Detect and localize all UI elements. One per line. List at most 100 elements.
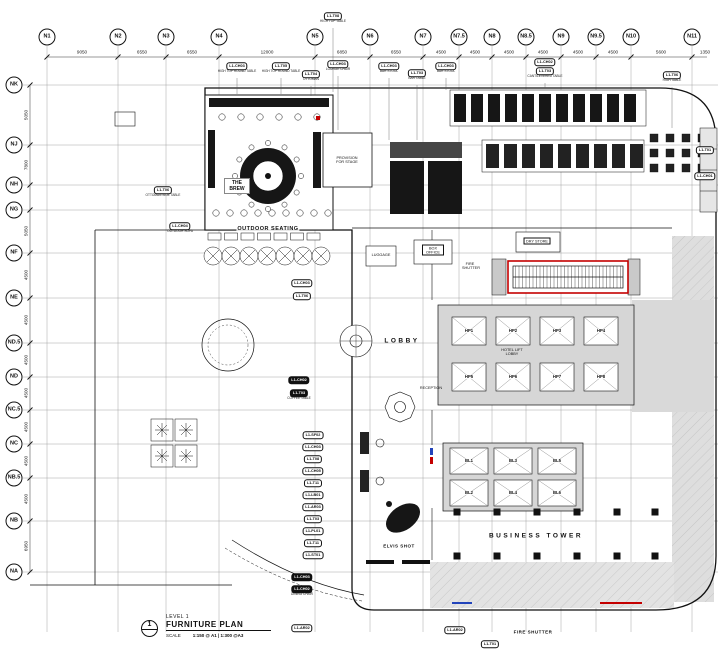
south-band-hatch — [430, 562, 674, 608]
tree-planter — [150, 444, 174, 468]
bar-stool — [248, 144, 255, 151]
dining-tables-right — [649, 133, 707, 173]
column — [453, 552, 461, 560]
planter-box — [240, 232, 255, 241]
tree-symbol — [180, 424, 192, 436]
bar-stool — [236, 189, 243, 196]
column — [651, 552, 659, 560]
brew-table — [240, 209, 248, 217]
tree-planter — [174, 444, 198, 468]
dining-table — [665, 148, 675, 158]
canopy-edge — [224, 539, 365, 602]
structural-columns — [453, 508, 659, 560]
tree-planter — [174, 418, 198, 442]
brew-table — [310, 209, 318, 217]
title-block: 1 LEVEL 1 FURNITURE PLAN SCALE 1:150 @ A… — [141, 614, 271, 638]
bar-stool — [298, 173, 304, 179]
kitchen-unit — [522, 94, 534, 122]
tree-symbol — [156, 424, 168, 436]
kitchen-unit — [454, 94, 466, 122]
bar-stool — [265, 206, 271, 212]
bar-stool — [236, 156, 243, 163]
dining-table — [649, 163, 659, 173]
tree-symbol — [156, 450, 168, 462]
lobby-furniture — [339, 324, 430, 564]
entrance-door-1 — [366, 560, 394, 564]
brew-tables — [212, 113, 332, 217]
brew-table — [226, 209, 234, 217]
stage-outline — [322, 132, 373, 188]
back-of-house-rooms — [390, 142, 462, 214]
column — [493, 552, 501, 560]
brew-table — [212, 209, 220, 217]
plan-title: FURNITURE PLAN — [166, 620, 271, 631]
right-service-rooms — [699, 127, 718, 213]
kitchen-unit — [624, 94, 636, 122]
escalator-landing-right — [627, 258, 641, 296]
plaza-features — [114, 111, 255, 372]
brew-table — [294, 113, 302, 121]
escalator-landing-left — [491, 258, 507, 296]
dining-table — [649, 148, 659, 158]
column — [613, 508, 621, 516]
planter-box — [224, 232, 238, 241]
kitchen-unit — [558, 144, 571, 168]
plaza-circle-feature — [201, 318, 255, 372]
level-label: LEVEL 1 — [166, 614, 190, 620]
brew-table — [282, 209, 290, 217]
piano-bar-feature — [385, 503, 421, 533]
service-core-block — [632, 300, 714, 412]
umbrella-rib — [206, 249, 220, 263]
stage-area — [322, 132, 373, 188]
box-office-room — [413, 239, 453, 265]
the-brew-restaurant — [204, 94, 334, 231]
column — [533, 552, 541, 560]
kitchen-unit — [505, 94, 517, 122]
brew-table — [296, 209, 304, 217]
scale-label: SCALE — [166, 633, 181, 638]
tree-planter — [150, 418, 174, 442]
kitchen-unit — [540, 144, 553, 168]
kitchen-unit — [522, 144, 535, 168]
kitchen-unit — [471, 94, 483, 122]
umbrella-rib — [242, 249, 256, 263]
lounge-sofa-1 — [360, 432, 369, 454]
outdoor-seating-tables — [203, 232, 331, 266]
column — [453, 508, 461, 516]
bar-stool — [293, 156, 300, 163]
bar-stool — [232, 173, 238, 179]
column — [651, 508, 659, 516]
boh-room-2 — [428, 161, 462, 214]
brew-table — [268, 209, 276, 217]
dimension-ticks — [27, 54, 707, 575]
dining-table — [665, 133, 675, 143]
kitchen-unit — [607, 94, 619, 122]
plaza-property-line — [30, 229, 232, 586]
column — [573, 552, 581, 560]
round-bar-center — [265, 173, 271, 179]
tree-planters — [150, 418, 198, 468]
callout-leader-lines — [236, 28, 673, 140]
kitchen-unit — [573, 94, 585, 122]
boh-band — [390, 142, 462, 158]
column — [533, 508, 541, 516]
luggage-room — [365, 245, 397, 267]
scale-row: SCALE 1:150 @ A1 | 1:300 @A3 — [166, 633, 271, 638]
fire-shutter-marks — [316, 116, 642, 604]
dining-table — [681, 163, 691, 173]
lounge-sofa-2 — [360, 470, 369, 492]
brew-table — [324, 209, 332, 217]
kitchen-unit — [488, 94, 500, 122]
scale-value: 1:150 @ A1 | 1:300 @A3 — [192, 633, 244, 638]
reception-desk — [384, 391, 416, 423]
kitchen-unit — [590, 94, 602, 122]
umbrella-rib — [314, 249, 328, 263]
column — [493, 508, 501, 516]
dining-table — [681, 148, 691, 158]
dry-store-room — [515, 231, 561, 253]
planter-box — [273, 232, 288, 241]
kitchen-unit — [594, 144, 607, 168]
banquette-north — [209, 98, 329, 107]
column — [613, 552, 621, 560]
planter-box — [306, 232, 321, 241]
